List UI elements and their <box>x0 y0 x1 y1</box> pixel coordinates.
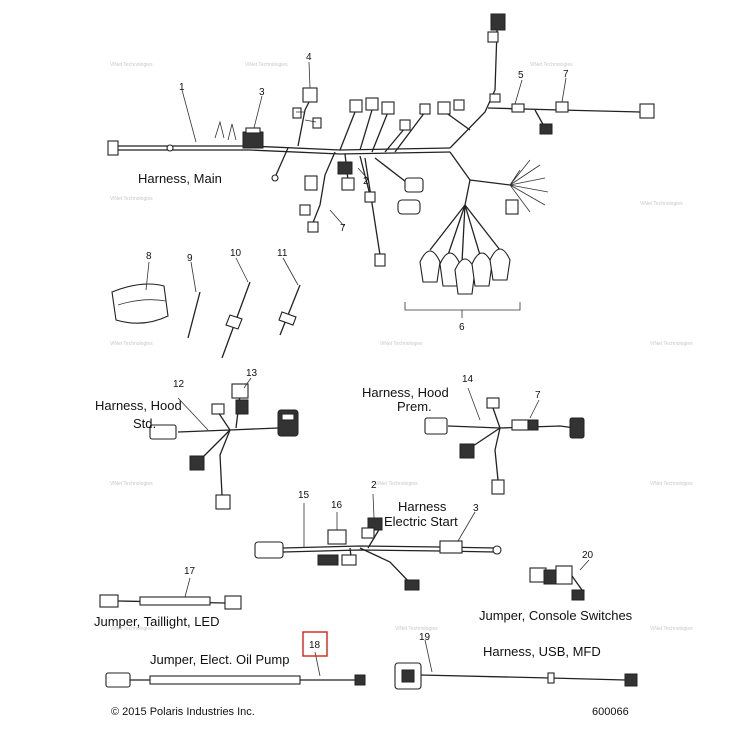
callout-12: 12 <box>173 379 185 390</box>
label-harness-main: Harness, Main <box>138 171 222 186</box>
hood-prem-harness-drawing <box>424 387 585 495</box>
label-harness-electric-start: Harness <box>398 499 447 514</box>
callout-9: 9 <box>187 253 193 264</box>
callout-10: 10 <box>230 248 242 259</box>
callout-15: 15 <box>298 490 310 501</box>
callout-7-main: 7 <box>340 223 346 234</box>
callout-19: 19 <box>419 632 431 643</box>
spark-plug-boots <box>419 248 511 295</box>
svg-text:ViNet Technologies: ViNet Technologies <box>110 341 153 347</box>
svg-text:ViNet Technologies: ViNet Technologies <box>640 201 683 207</box>
hood-std-harness-drawing <box>149 377 299 510</box>
svg-text:ViNet Technologies: ViNet Technologies <box>650 626 693 632</box>
label-harness-hood-std-suffix: Std. <box>133 416 156 431</box>
callout-13: 13 <box>246 368 258 379</box>
callout-2-electric-start: 2 <box>371 480 377 491</box>
svg-text:ViNet Technologies: ViNet Technologies <box>395 626 438 632</box>
leader-lines <box>181 61 567 227</box>
label-harness-electric-start-suffix: Electric Start <box>384 514 458 529</box>
callout-4: 4 <box>306 52 312 63</box>
label-jumper-taillight: Jumper, Taillight, LED <box>94 614 220 629</box>
svg-text:ViNet Technologies: ViNet Technologies <box>110 626 153 632</box>
callout-6: 6 <box>459 322 465 333</box>
watermarks: ViNet Technologies ViNet Technologies Vi… <box>110 62 693 632</box>
callout-2-main: 2 <box>363 176 369 187</box>
taillight-jumper-drawing <box>99 577 242 610</box>
oil-pump-jumper-drawing <box>105 651 366 688</box>
label-harness-usb: Harness, USB, MFD <box>483 644 601 659</box>
label-jumper-console: Jumper, Console Switches <box>479 608 633 623</box>
callout-7-hood-prem: 7 <box>535 390 541 401</box>
svg-text:ViNet Technologies: ViNet Technologies <box>110 62 153 68</box>
loose-parts-drawing <box>111 257 301 359</box>
label-jumper-oil-pump: Jumper, Elect. Oil Pump <box>150 652 289 667</box>
label-harness-hood-std: Harness, Hood <box>95 398 182 413</box>
callout-7-upper: 7 <box>563 69 569 80</box>
callout-8: 8 <box>146 251 152 262</box>
callout-16: 16 <box>331 500 343 511</box>
svg-text:ViNet Technologies: ViNet Technologies <box>245 62 288 68</box>
usb-mfd-harness-drawing <box>394 639 638 690</box>
label-harness-hood-prem-suffix: Prem. <box>397 399 432 414</box>
svg-text:ViNet Technologies: ViNet Technologies <box>110 481 153 487</box>
callout-numbers: 1 2 2 3 3 4 5 6 7 7 7 8 9 10 11 12 13 14… <box>146 52 594 651</box>
svg-text:ViNet Technologies: ViNet Technologies <box>650 341 693 347</box>
svg-text:ViNet Technologies: ViNet Technologies <box>530 62 573 68</box>
console-switch-jumper-drawing <box>529 559 590 601</box>
callout-11: 11 <box>277 248 288 259</box>
svg-text:ViNet Technologies: ViNet Technologies <box>375 481 418 487</box>
callout-18-highlight-box <box>302 631 328 657</box>
electric-start-harness-drawing <box>254 493 502 591</box>
copyright-text: © 2015 Polaris Industries Inc. <box>111 706 255 718</box>
svg-text:ViNet Technologies: ViNet Technologies <box>650 481 693 487</box>
svg-text:ViNet Technologies: ViNet Technologies <box>110 196 153 202</box>
callout-5: 5 <box>518 70 524 81</box>
svg-text:ViNet Technologies: ViNet Technologies <box>380 341 423 347</box>
callout-20: 20 <box>582 550 594 561</box>
callout-17: 17 <box>184 566 196 577</box>
label-harness-hood-prem: Harness, Hood <box>362 385 449 400</box>
main-harness-drawing <box>107 13 655 318</box>
callout-1: 1 <box>179 82 185 93</box>
callout-3-main: 3 <box>259 87 265 98</box>
drawing-number: 600066 <box>592 706 629 718</box>
callout-14: 14 <box>462 374 474 385</box>
callout-18: 18 <box>309 640 321 651</box>
callout-3-electric-start: 3 <box>473 503 479 514</box>
text-labels: Harness, Main Harness, Hood Std. Harness… <box>94 171 633 667</box>
